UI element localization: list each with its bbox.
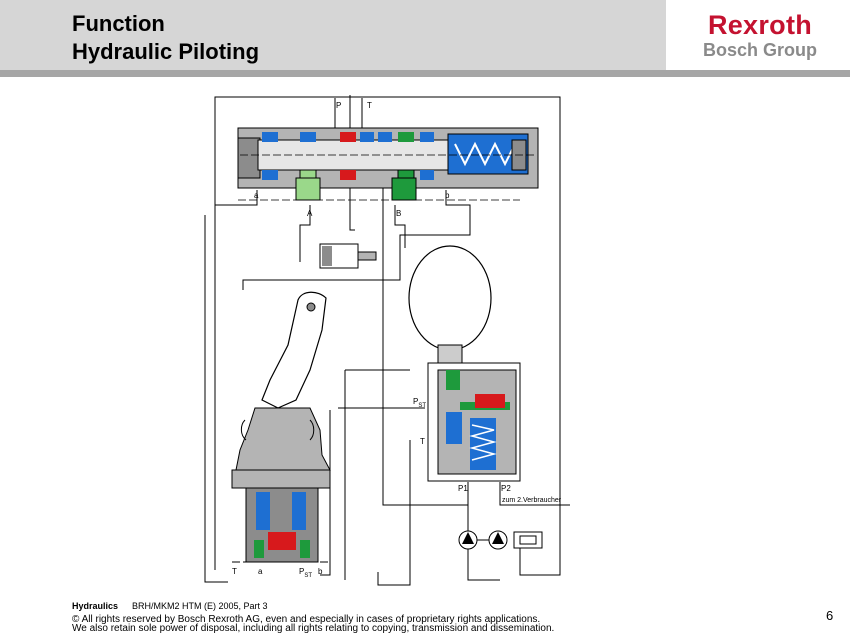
pilot-line-b (242, 190, 471, 290)
pilot-b-label: b (445, 191, 450, 200)
p1-label: P1 (458, 484, 468, 493)
line-pump-return (519, 540, 561, 576)
joystick-pilot-unit (231, 291, 331, 563)
line-pst (382, 140, 468, 506)
line-pst-branch (320, 410, 331, 576)
pilot-a-label: a (254, 191, 259, 200)
pst-label: PST (413, 397, 426, 409)
logo-group: Bosch Group (702, 40, 817, 60)
page-subtitle: Hydraulic Piloting (72, 39, 260, 64)
header-band (0, 0, 666, 70)
pilot-line-a (215, 190, 258, 206)
footer-ref-text: BRH/MKM2 HTM (E) 2005, Part 3 (132, 601, 268, 611)
port-a-label: A (307, 209, 313, 218)
port-t-label: T (367, 101, 372, 110)
joystick-a-label: a (258, 567, 263, 576)
rexroth-logo: Rexroth Bosch Group (690, 10, 830, 60)
consumer-label: zum 2.Verbraucher (502, 497, 562, 504)
pumps (458, 530, 543, 550)
logo-brand: Rexroth (707, 10, 813, 40)
page-title: Function (72, 11, 165, 36)
p2-label: P2 (501, 484, 511, 493)
line-tank (467, 540, 500, 581)
valve-t-label: T (420, 437, 425, 446)
page-number: 6 (826, 608, 834, 623)
accumulator (408, 245, 492, 364)
port-b-label: B (396, 209, 401, 218)
joystick-b-label: b (318, 567, 323, 576)
directional-valve (237, 127, 539, 201)
port-p-label: P (336, 101, 341, 110)
line-t-valve (377, 440, 411, 586)
hydraulic-piloting-diagram: P T a b A B PST T P1 P2 zum 2.Verbrauche… (204, 95, 570, 586)
cylinder (319, 243, 377, 269)
copyright-line-1: © All rights reserved by Bosch Rexroth A… (72, 614, 541, 625)
line-p2 (499, 482, 570, 506)
header-rule (0, 70, 850, 77)
line-b (394, 205, 406, 248)
footer-label: Hydraulics (72, 601, 119, 611)
pressure-valve-block (427, 362, 521, 482)
joystick-pst-label: PST (299, 567, 312, 579)
copyright-line-2: We also retain sole power of disposal, i… (72, 623, 555, 634)
joystick-t-label: T (232, 567, 237, 576)
frame-line (214, 96, 561, 540)
footer-reference: Hydraulics BRH/MKM2 HTM (E) 2005, Part 3 (72, 601, 268, 611)
pilot-line-a-long (204, 215, 228, 583)
line-a (299, 205, 311, 262)
